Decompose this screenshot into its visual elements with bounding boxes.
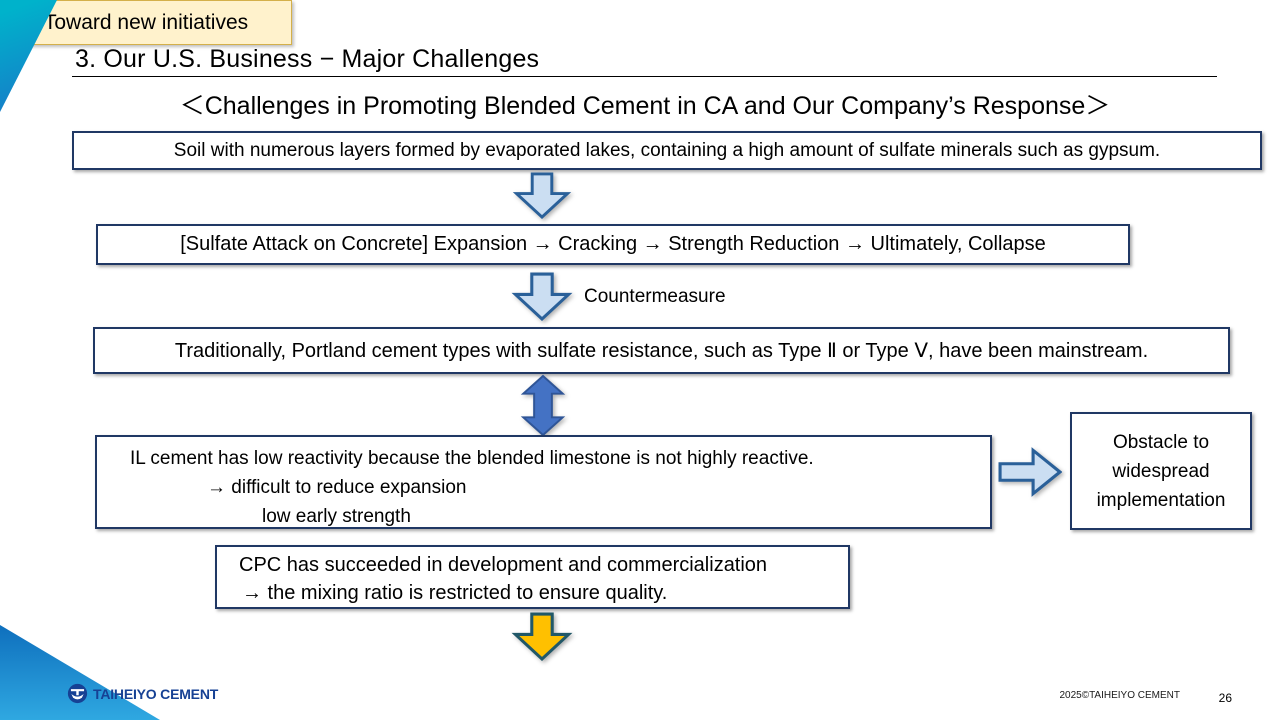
sulfate-attack-text: [Sulfate Attack on Concrete] Expansion →… xyxy=(180,233,1046,255)
copyright-text: 2025©TAIHEIYO CEMENT xyxy=(1059,690,1180,701)
il-cement-box: IL cement has low reactivity because the… xyxy=(95,435,992,529)
slide-subtitle: ＜Challenges in Promoting Blended Cement … xyxy=(179,92,1111,120)
il-cement-line: IL cement has low reactivity because the… xyxy=(130,448,814,469)
obstacle-line: implementation xyxy=(1096,489,1226,511)
countermeasure-label: Countermeasure xyxy=(584,286,726,307)
gold-down-arrow-icon xyxy=(511,612,573,661)
il-cement-line: low early strength xyxy=(262,506,411,527)
right-arrow-icon xyxy=(998,447,1062,497)
cpc-line: CPC has succeeded in development and com… xyxy=(239,554,768,576)
bottom-left-accent-shape xyxy=(0,625,160,720)
title-underline xyxy=(72,76,1217,77)
taiheiyo-logo-icon xyxy=(67,683,88,704)
obstacle-line: widespread xyxy=(1112,460,1210,482)
soil-box-text: Soil with numerous layers formed by evap… xyxy=(173,139,1161,161)
obstacle-box: Obstacle to widespread implementation xyxy=(1070,412,1252,530)
obstacle-line: Obstacle to xyxy=(1112,431,1210,453)
page-number: 26 xyxy=(1218,691,1232,705)
portland-box: Traditionally, Portland cement types wit… xyxy=(93,327,1230,374)
countermeasure-down-arrow-icon xyxy=(511,272,573,321)
up-down-arrow-icon xyxy=(520,374,566,437)
taiheiyo-logo: TAIHEIYO CEMENT xyxy=(67,683,218,704)
slide-title: 3. Our U.S. Business − Major Challenges xyxy=(75,45,540,73)
down-arrow-icon xyxy=(512,172,572,219)
portland-text: Traditionally, Portland cement types wit… xyxy=(174,340,1149,362)
il-cement-line: → difficult to reduce expansion xyxy=(207,477,467,498)
cpc-line: → the mixing ratio is restricted to ensu… xyxy=(242,582,668,604)
cpc-box: CPC has succeeded in development and com… xyxy=(215,545,850,609)
sulfate-attack-box: [Sulfate Attack on Concrete] Expansion →… xyxy=(96,224,1130,265)
taiheiyo-logo-text: TAIHEIYO CEMENT xyxy=(93,685,219,702)
toward-initiatives-text: Toward new initiatives xyxy=(43,10,249,34)
soil-box: Soil with numerous layers formed by evap… xyxy=(72,131,1262,170)
